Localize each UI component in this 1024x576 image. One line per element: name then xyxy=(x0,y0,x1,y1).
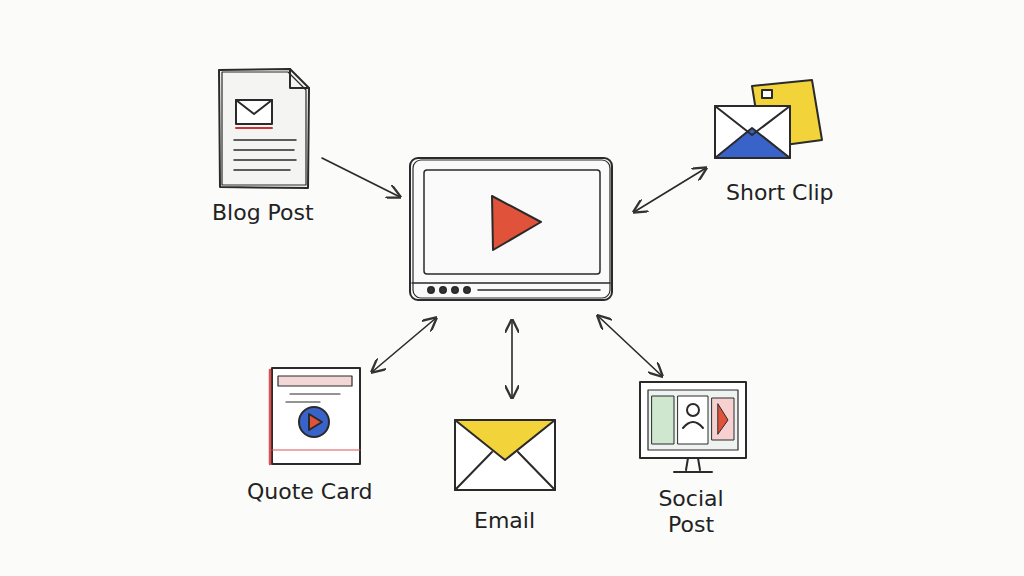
icon-label: Quote Card xyxy=(247,479,372,505)
email-icon xyxy=(455,420,555,490)
icon-label: Blog Post xyxy=(212,200,314,226)
blog-post-icon xyxy=(219,69,309,188)
video-player-icon xyxy=(410,158,612,300)
quote-card-icon xyxy=(270,368,360,464)
icon-label: Social Post xyxy=(641,486,741,538)
icon-label: Email xyxy=(474,508,535,534)
short-clip-icon xyxy=(715,80,822,158)
flow-arrows xyxy=(322,158,706,398)
icon-label: Short Clip xyxy=(726,180,834,206)
social-post-icon xyxy=(640,382,746,472)
